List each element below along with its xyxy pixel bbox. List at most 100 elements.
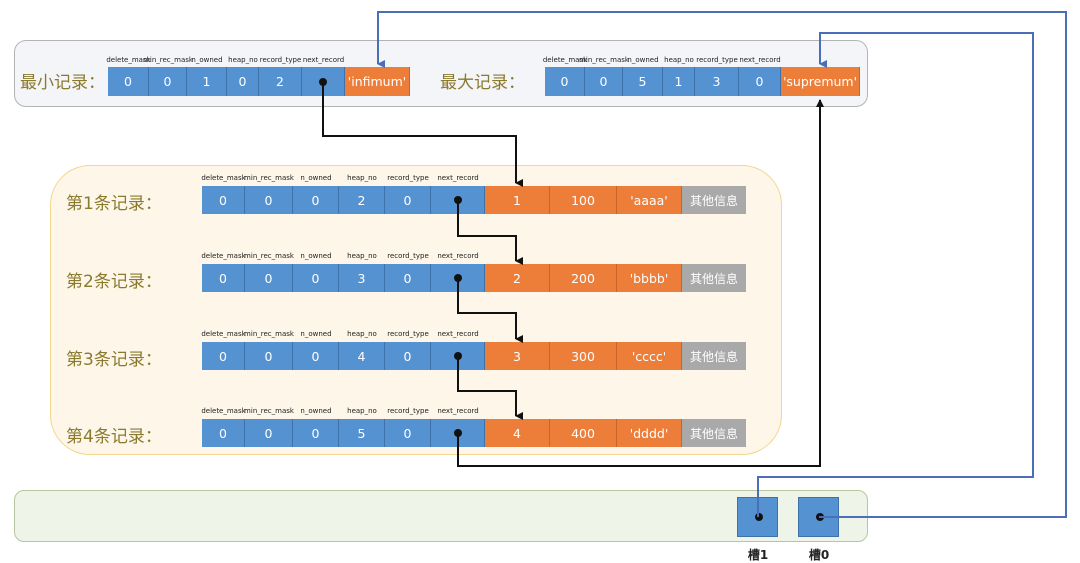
record-3-other-info-cell: 其他信息	[682, 342, 746, 370]
record-1-min-rec-mask-cell: 0	[245, 186, 293, 214]
record-1-id-cell: 1	[485, 186, 550, 214]
max-record-n-owned-cell: 5	[623, 67, 663, 96]
record-4-header-heap-no: heap_no	[347, 407, 377, 415]
record-3-record-type-cell: 0	[385, 342, 431, 370]
record-2-header-next-record: next_record	[437, 252, 479, 260]
record-3-header-next-record: next_record	[437, 330, 479, 338]
record-4-string-cell: 'dddd'	[617, 419, 682, 447]
record-4-header-delete-mask: delete_mask	[201, 407, 246, 415]
record-2-number-cell: 200	[550, 264, 617, 292]
record-4-number-cell: 400	[550, 419, 617, 447]
min-record-header-min-rec-mask: min_rec_mask	[143, 56, 193, 64]
record-3-header-heap-no: heap_no	[347, 330, 377, 338]
record-3-heap-no-cell: 4	[339, 342, 385, 370]
link-record-2-to-3	[457, 278, 523, 343]
max-record-header-heap-no: heap_no	[664, 56, 694, 64]
record-4-header-next-record: next_record	[437, 407, 479, 415]
record-1-label: 第1条记录：	[66, 194, 162, 214]
min-record-header-next-record: next_record	[302, 56, 345, 64]
max-record-header-next-record: next_record	[739, 56, 781, 64]
record-3-n-owned-cell: 0	[293, 342, 339, 370]
record-4-other-info-cell: 其他信息	[682, 419, 746, 447]
record-4-min-rec-mask-cell: 0	[245, 419, 293, 447]
record-4-record-type-cell: 0	[385, 419, 431, 447]
record-1-number-cell: 100	[550, 186, 617, 214]
record-1-header-heap-no: heap_no	[347, 174, 377, 182]
record-2-n-owned-cell: 0	[293, 264, 339, 292]
record-2-min-rec-mask-cell: 0	[245, 264, 293, 292]
min-record-heap-no-cell: 0	[227, 67, 259, 96]
record-2-id-cell: 2	[485, 264, 550, 292]
max-record-delete-mask-cell: 0	[545, 67, 585, 96]
link-record-3-to-4	[457, 356, 523, 420]
record-2-header-min-rec-mask: min_rec_mask	[244, 252, 294, 260]
min-record-header-n-owned: n_owned	[191, 56, 223, 64]
min-record-record-type-cell: 2	[259, 67, 302, 96]
record-4-n-owned-cell: 0	[293, 419, 339, 447]
record-2-other-info-cell: 其他信息	[682, 264, 746, 292]
record-3-delete-mask-cell: 0	[202, 342, 245, 370]
record-3-header-record-type: record_type	[387, 330, 429, 338]
record-2-delete-mask-cell: 0	[202, 264, 245, 292]
record-1-n-owned-cell: 0	[293, 186, 339, 214]
min-record-min-rec-mask-cell: 0	[149, 67, 187, 96]
record-3-header-min-rec-mask: min_rec_mask	[244, 330, 294, 338]
slot-1-label: 槽1	[747, 548, 769, 562]
link-infimum-to-record-1	[322, 82, 523, 187]
link-record-4-to-supremum	[457, 99, 824, 467]
record-1-other-info-cell: 其他信息	[682, 186, 746, 214]
min-record-header-heap-no: heap_no	[228, 56, 258, 64]
record-3-header-n-owned: n_owned	[300, 330, 332, 338]
min-record-label: 最小记录：	[20, 73, 105, 93]
record-1-heap-no-cell: 2	[339, 186, 385, 214]
max-record-heap-no-cell: 1	[663, 67, 695, 96]
record-2-record-type-cell: 0	[385, 264, 431, 292]
slot-0-label: 槽0	[808, 548, 830, 562]
record-2-header-n-owned: n_owned	[300, 252, 332, 260]
max-record-next-record-cell: 0	[739, 67, 781, 96]
record-4-delete-mask-cell: 0	[202, 419, 245, 447]
page-directory-panel	[14, 490, 868, 542]
record-4-header-n-owned: n_owned	[300, 407, 332, 415]
min-record-delete-mask-cell: 0	[108, 67, 149, 96]
max-record-min-rec-mask-cell: 0	[585, 67, 623, 96]
record-3-number-cell: 300	[550, 342, 617, 370]
record-4-label: 第4条记录：	[66, 427, 162, 447]
record-3-label: 第3条记录：	[66, 350, 162, 370]
record-1-record-type-cell: 0	[385, 186, 431, 214]
record-3-string-cell: 'cccc'	[617, 342, 682, 370]
record-2-string-cell: 'bbbb'	[617, 264, 682, 292]
record-2-label: 第2条记录：	[66, 272, 162, 292]
record-2-header-delete-mask: delete_mask	[201, 252, 246, 260]
link-record-1-to-2	[457, 200, 523, 265]
record-2-heap-no-cell: 3	[339, 264, 385, 292]
record-1-header-n-owned: n_owned	[300, 174, 332, 182]
record-4-id-cell: 4	[485, 419, 550, 447]
record-3-id-cell: 3	[485, 342, 550, 370]
min-record-header-record-type: record_type	[259, 56, 302, 64]
max-record-header-record-type: record_type	[696, 56, 738, 64]
record-1-header-min-rec-mask: min_rec_mask	[244, 174, 294, 182]
record-1-header-next-record: next_record	[437, 174, 479, 182]
max-record-record-type-cell: 3	[695, 67, 739, 96]
infimum-cell: 'infimum'	[345, 67, 410, 96]
record-3-min-rec-mask-cell: 0	[245, 342, 293, 370]
max-record-header-min-rec-mask: min_rec_mask	[579, 56, 629, 64]
min-record-header-delete-mask: delete_mask	[106, 56, 151, 64]
record-3-header-delete-mask: delete_mask	[201, 330, 246, 338]
record-4-header-min-rec-mask: min_rec_mask	[244, 407, 294, 415]
record-4-heap-no-cell: 5	[339, 419, 385, 447]
record-1-delete-mask-cell: 0	[202, 186, 245, 214]
max-record-label: 最大记录：	[440, 73, 525, 93]
max-record-header-n-owned: n_owned	[627, 56, 659, 64]
record-2-header-record-type: record_type	[387, 252, 429, 260]
link-slot-1-to-supremum	[757, 32, 1034, 517]
record-1-header-record-type: record_type	[387, 174, 429, 182]
record-2-header-heap-no: heap_no	[347, 252, 377, 260]
record-4-header-record-type: record_type	[387, 407, 429, 415]
min-record-n-owned-cell: 1	[187, 67, 227, 96]
record-1-string-cell: 'aaaa'	[617, 186, 682, 214]
max-record-header-delete-mask: delete_mask	[542, 56, 588, 64]
link-slot-0-to-infimum	[377, 11, 1067, 518]
